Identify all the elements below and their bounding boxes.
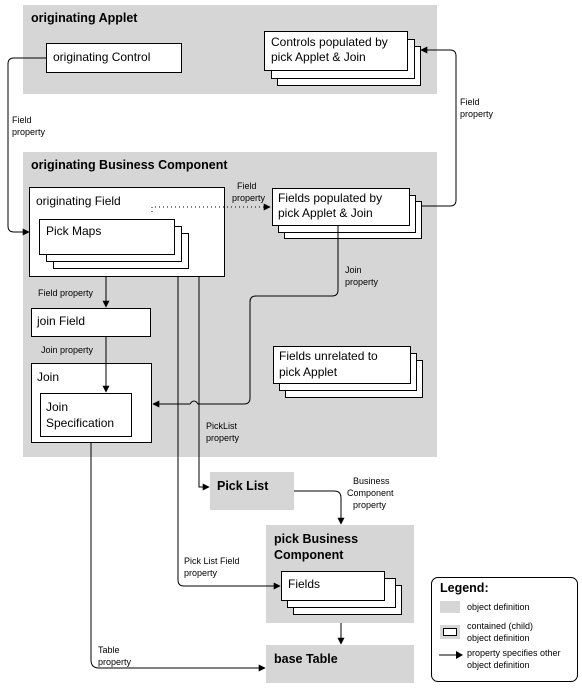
- edge-label-bc-property-1: Business: [353, 476, 390, 486]
- edge-label-join-property-right-2: property: [345, 277, 379, 287]
- legend: Legend: object definition contained (chi…: [431, 577, 578, 682]
- pick-list-title: Pick List: [217, 479, 269, 493]
- edge-label-table-property-1: Table: [98, 645, 120, 655]
- edge-label-picklist-property-1: PickList: [206, 421, 238, 431]
- edge-label-field-property-mid-2: property: [232, 193, 266, 203]
- join-specification-label-2: Specification: [46, 416, 115, 430]
- join-label: Join: [37, 370, 60, 384]
- join-field-label: join Field: [37, 314, 86, 328]
- edge-label-picklist-property-2: property: [206, 433, 240, 443]
- legend-object-definition: object definition: [467, 602, 530, 612]
- fields-populated-label-1: Fields populated by: [278, 191, 383, 205]
- fields-box: [281, 571, 385, 601]
- legend-contained-2: object definition: [467, 633, 530, 643]
- originating-business-component-title: originating Business Component: [31, 158, 228, 172]
- fields-label: Fields: [288, 577, 321, 591]
- edge-label-field-property-right-1: Field: [460, 97, 480, 107]
- edge-field-to-picklist: [198, 277, 210, 491]
- fields-populated-box: [272, 188, 410, 226]
- join-field-box: [31, 308, 151, 337]
- edge-label-bc-property-2: Component: [347, 488, 394, 498]
- fields-unrelated-box: [273, 346, 411, 384]
- originating-control-box: [46, 43, 182, 73]
- legend-contained-1: contained (child): [467, 621, 534, 631]
- controls-populated-label-2: pick Applet & Join: [271, 50, 366, 64]
- edge-fields-to-join: [152, 226, 339, 408]
- edge-fields-to-controls: [420, 46, 457, 207]
- pick-business-component-title-line1: pick Business: [274, 532, 359, 546]
- legend-swatch-object-definition: [440, 601, 460, 613]
- join-specification-box: [40, 393, 132, 437]
- edge-label-field-property-left-2: property: [12, 127, 46, 137]
- fields-unrelated-label-1: Fields unrelated to: [279, 349, 378, 363]
- originating-applet-title: originating Applet: [31, 11, 138, 25]
- edge-control-to-field: [7, 57, 46, 236]
- legend-title: Legend:: [440, 581, 489, 595]
- controls-populated-box: [264, 31, 408, 71]
- pick-list-region: [210, 472, 294, 510]
- edge-label-field-property-left-1: Field: [12, 115, 32, 125]
- edge-label-field-property-below: Field property: [38, 288, 94, 298]
- edge-label-bc-property-3: property: [353, 500, 387, 510]
- edge-label-field-property-right-2: property: [460, 109, 494, 119]
- pick-maps-label: Pick Maps: [46, 224, 102, 238]
- pick-business-component-title-line2: Component: [274, 548, 344, 562]
- base-table-title: base Table: [274, 652, 338, 666]
- originating-field-label: originating Field: [36, 194, 121, 208]
- edge-label-field-property-mid-1: Field: [237, 181, 257, 191]
- join-specification-label-1: Join: [46, 400, 69, 414]
- fields-unrelated-label-2: pick Applet: [279, 365, 338, 379]
- edge-label-picklist-field-property-2: property: [184, 568, 218, 578]
- fields-populated-label-2: pick Applet & Join: [278, 206, 373, 220]
- pick-maps-box: [39, 219, 175, 255]
- edge-field-dotted: [151, 203, 271, 212]
- edge-join-to-table: [90, 443, 266, 672]
- edge-picklist-to-pickbc: [294, 490, 345, 525]
- originating-control-label: originating Control: [53, 50, 151, 64]
- edge-label-join-property-below: Join property: [41, 345, 94, 355]
- edge-label-table-property-2: property: [98, 657, 132, 667]
- controls-populated-label-1: Controls populated by: [271, 35, 388, 49]
- legend-property-specifies-1: property specifies other: [467, 648, 561, 658]
- legend-swatch-contained: [440, 625, 460, 639]
- legend-arrow-icon: [439, 651, 463, 659]
- edge-field-to-fields: [177, 277, 281, 590]
- base-table-region: [266, 645, 414, 683]
- edge-label-picklist-field-property-1: Pick List Field: [184, 556, 240, 566]
- edge-label-join-property-right-1: Join: [345, 265, 362, 275]
- legend-property-specifies-2: object definition: [467, 660, 530, 670]
